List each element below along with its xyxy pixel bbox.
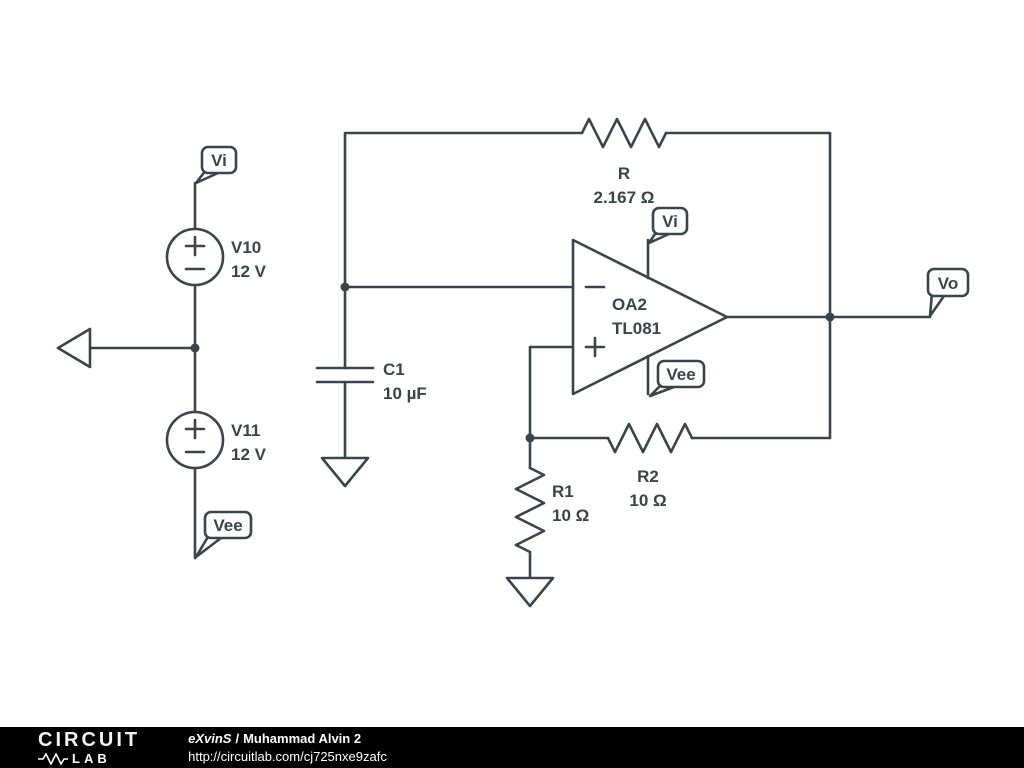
credit-separator: /	[235, 730, 240, 746]
r2-value-label: 10 Ω	[629, 491, 666, 510]
flag-label: Vi	[662, 212, 678, 231]
noninverting-input-plus-sign	[584, 336, 606, 358]
plus-sign	[184, 235, 206, 257]
v11-value-label: 12 V	[231, 445, 267, 464]
resistor-r1[interactable]: R1 10 Ω	[514, 466, 589, 554]
r-value-label: 2.167 Ω	[594, 188, 655, 207]
c1-name-label: C1	[383, 360, 405, 379]
credit-block: eXvinS/Muhammad Alvin 2 http://circuitla…	[188, 730, 387, 765]
c1-value-label: 10 µF	[383, 384, 427, 403]
wire-feedback-right	[664, 131, 832, 319]
plus-sign	[184, 418, 206, 440]
v10-value-label: 12 V	[231, 262, 267, 281]
capacitor-c1[interactable]: C1 10 µF	[315, 360, 427, 403]
oa2-name-label: OA2	[612, 295, 647, 314]
net-flag-vee-source[interactable]: Vee	[194, 510, 253, 559]
circuitlab-logo: CIRCUIT LAB	[38, 730, 140, 765]
logo-lab-text: LAB	[72, 751, 111, 766]
r2-name-label: R2	[637, 467, 659, 486]
flag-label: Vee	[213, 516, 242, 535]
resistor-r[interactable]: R 2.167 Ω	[580, 117, 668, 207]
r-name-label: R	[618, 164, 630, 183]
circuit-title: Muhammad Alvin 2	[243, 730, 362, 746]
wire-noninverting-input	[528, 345, 575, 440]
schematic-canvas: V10 12 V V11 12 V Vi	[56, 117, 970, 608]
opamp-oa2[interactable]: OA2 TL081	[571, 238, 729, 396]
oa2-model-label: TL081	[612, 319, 661, 338]
circuit-url[interactable]: http://circuitlab.com/cj725nxe9zafc	[188, 748, 387, 764]
flag-label: Vee	[666, 365, 695, 384]
supply-branch: V10 12 V V11 12 V Vi	[56, 145, 267, 560]
voltage-source-v10[interactable]: V10 12 V	[165, 227, 267, 287]
junction-dot	[190, 343, 200, 353]
net-flag-vi-source[interactable]: Vi	[194, 145, 238, 185]
net-flag-vo[interactable]: Vo	[926, 267, 970, 318]
resistor-r2[interactable]: R2 10 Ω	[606, 422, 694, 510]
ground-symbol-left[interactable]	[56, 327, 92, 369]
net-flag-vee-opamp[interactable]: Vee	[648, 359, 706, 398]
net-flag-vi-opamp[interactable]: Vi	[647, 206, 689, 245]
ground-symbol-c1[interactable]	[320, 456, 370, 488]
ground-symbol-r1[interactable]	[505, 576, 555, 608]
r1-name-label: R1	[552, 482, 574, 501]
wire-output-to-r2	[690, 315, 832, 440]
wire-feedback-left	[343, 131, 584, 289]
v11-name-label: V11	[231, 421, 260, 440]
opamp-circuit: R 2.167 Ω C1 10 µF	[315, 117, 970, 608]
resistor-squiggle-icon	[38, 752, 68, 765]
v10-name-label: V10	[231, 238, 261, 257]
junction-dot	[340, 282, 350, 292]
footer-bar: CIRCUIT LAB eXvinS/Muhammad Alvin 2 http…	[0, 727, 1024, 768]
flag-label: Vo	[938, 274, 958, 293]
r1-value-label: 10 Ω	[552, 506, 589, 525]
logo-circuit-text: CIRCUIT	[38, 729, 141, 751]
flag-label: Vi	[211, 151, 227, 170]
voltage-source-v11[interactable]: V11 12 V	[165, 410, 267, 470]
author-name: eXvinS	[188, 730, 232, 746]
credit-line: eXvinS/Muhammad Alvin 2	[188, 730, 387, 748]
